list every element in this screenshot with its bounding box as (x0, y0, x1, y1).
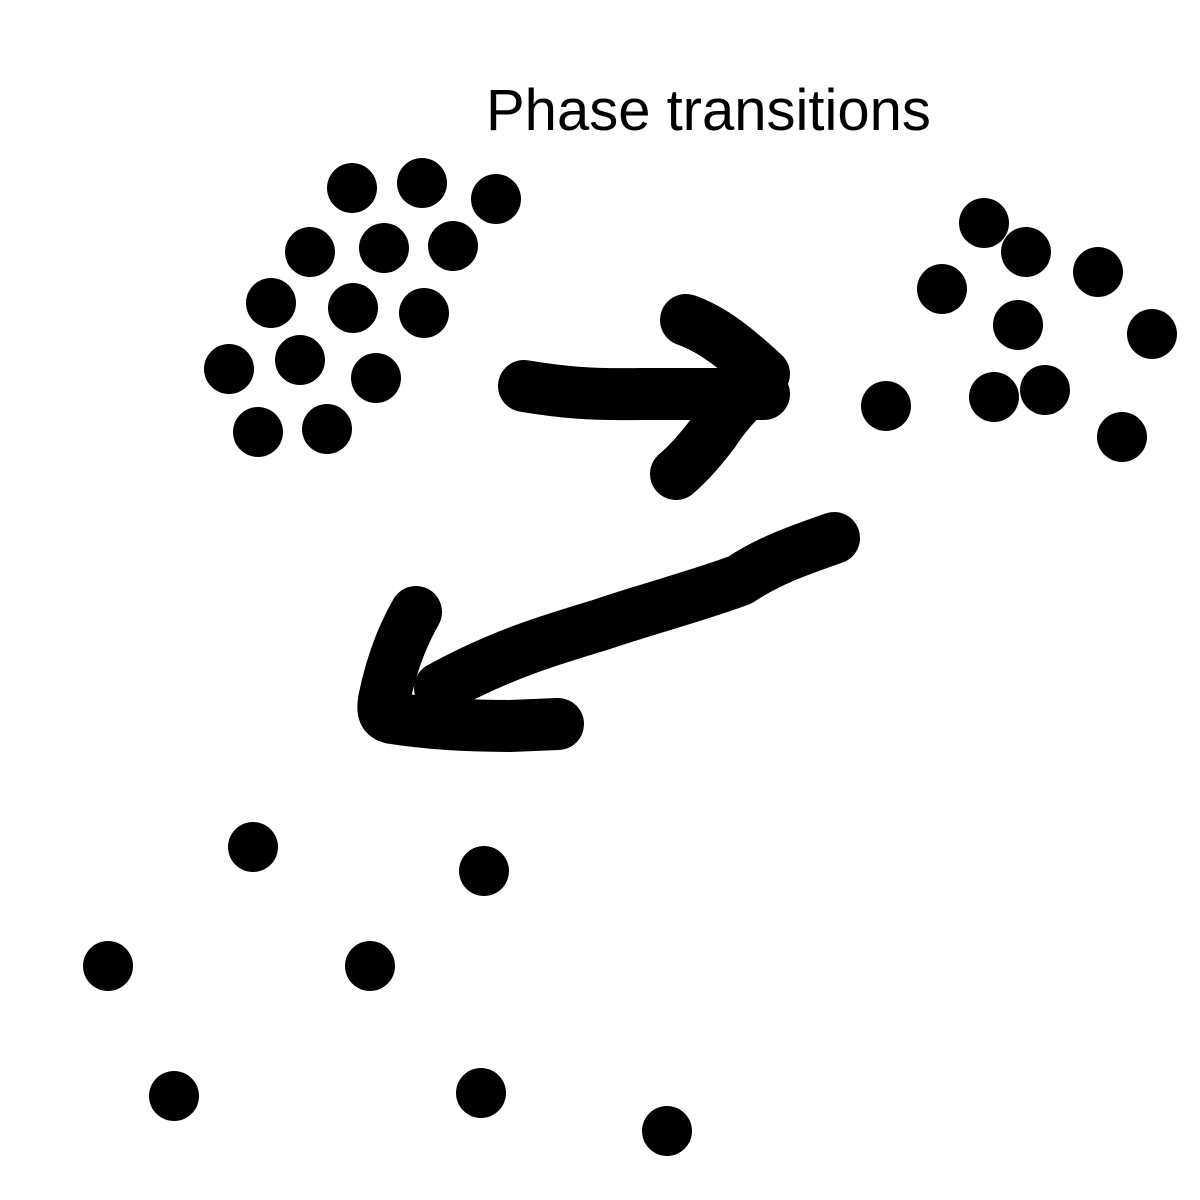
solid-particle (397, 158, 447, 208)
solid-particle (351, 353, 401, 403)
gas-particle (345, 941, 395, 991)
solid-particle (328, 283, 378, 333)
liquid-particle-group (861, 198, 1177, 462)
liquid-particle (1127, 309, 1177, 359)
liquid-particle (1097, 412, 1147, 462)
solid-particle (246, 278, 296, 328)
solid-particle (233, 407, 283, 457)
solid-particle (399, 288, 449, 338)
liquid-particle (993, 300, 1043, 350)
solid-particle (428, 221, 478, 271)
solid-particle (471, 174, 521, 224)
liquid-particle (1020, 365, 1070, 415)
solid-to-liquid-arrow (498, 294, 790, 500)
liquid-particle (1001, 227, 1051, 277)
gas-particle (149, 1071, 199, 1121)
solid-particle-group (204, 158, 521, 457)
liquid-to-gas-arrow (357, 512, 860, 752)
solid-particle (275, 335, 325, 385)
liquid-particle (861, 381, 911, 431)
liquid-particle (969, 372, 1019, 422)
gas-particle (459, 846, 509, 896)
gas-particle (456, 1068, 506, 1118)
solid-particle (204, 344, 254, 394)
solid-particle (327, 163, 377, 213)
gas-particle (83, 941, 133, 991)
solid-particle (359, 223, 409, 273)
gas-particle (228, 822, 278, 872)
gas-particle-group (83, 822, 692, 1156)
liquid-particle (959, 198, 1009, 248)
liquid-particle (1073, 247, 1123, 297)
solid-particle (285, 227, 335, 277)
solid-particle (302, 404, 352, 454)
liquid-particle (917, 264, 967, 314)
gas-particle (642, 1106, 692, 1156)
diagram-title: Phase transitions (486, 78, 931, 143)
